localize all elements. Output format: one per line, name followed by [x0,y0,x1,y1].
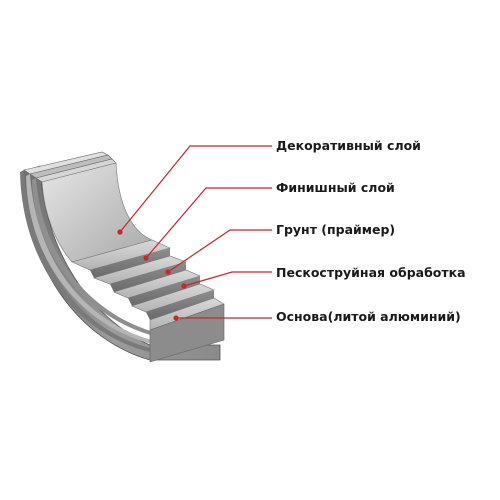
marker-finish [143,255,149,261]
marker-primer [165,269,171,275]
label-decorative-layer: Декоративный слой [276,138,421,153]
leader-decorative [119,145,272,233]
step-finish-riser [110,262,186,292]
step-sandblast-riser [146,290,214,320]
wall-band-1 [20,170,150,352]
step-primer-riser [128,276,200,306]
label-primer-layer: Грунт (праймер) [276,222,396,237]
marker-decorative [117,229,123,235]
leader-finish [145,187,272,259]
wall-band-2 [26,174,152,344]
label-base-layer: Основа(литой алюминий) [276,309,461,324]
leader-markers [117,229,187,321]
label-sandblast-layer: Пескоструйная обработка [276,265,466,280]
leader-sandblast [183,271,272,287]
leader-lines [119,145,272,319]
marker-sandblast [181,283,187,289]
marker-base [173,315,179,321]
label-finish-layer: Финишный слой [276,180,395,195]
wall-band-3 [32,178,154,336]
step-decorative-riser [90,248,170,278]
leader-primer [167,229,272,273]
